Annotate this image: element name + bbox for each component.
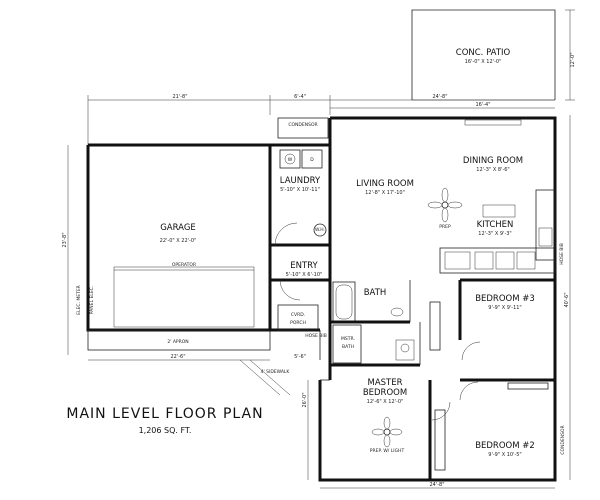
bedroom2-name: BEDROOM #2 [475, 441, 535, 451]
master-bedroom: MASTER BEDROOM 12'-6" X 12'-0" PREP. W/ … [302, 378, 451, 480]
top-dimensions: 21'-8" 6'-4" 24'-8" 16'-4" 40'-6" [87, 94, 571, 480]
title-block: MAIN LEVEL FLOOR PLAN 1,206 SQ. FT. [66, 406, 263, 435]
dim-right-upper: 40'-6" [564, 292, 570, 307]
kitchen: KITCHEN 12'-3" X 9'-3" [439, 189, 556, 274]
bedroom-2: BEDROOM #2 9'-9" X 10'-5" [459, 381, 549, 458]
master-bath: MSTR. BATH [330, 322, 421, 367]
laundry-name: LAUNDRY [280, 176, 321, 186]
plan-area: 1,206 SQ. FT. [139, 426, 192, 435]
entry: ENTRY 5'-10" X 6'-10" [279, 261, 323, 301]
ceiling-fan-icon [371, 416, 403, 448]
hose-bib-right: HOSE BIB [559, 243, 565, 265]
garage-name: GARAGE [160, 223, 196, 233]
kitchen-size: 12'-3" X 9'-3" [478, 231, 511, 237]
dim-bottom-porch: 5'-6" [294, 354, 306, 360]
apron-label: 2' APRON [167, 339, 188, 345]
patio-size: 16'-0" X 12'-0" [465, 59, 502, 65]
dim-top-house: 16'-4" [475, 102, 490, 108]
laundry: W D W.H. LAUNDRY 5'-10" X 10'-11" [270, 143, 332, 247]
covered-porch: CVRD. PORCH HOSE BIB 5'-6" 4' SIDEWALK [239, 304, 327, 396]
condensor-side-label: CONDENSOR [560, 425, 566, 454]
pendant-light-icon [464, 119, 522, 126]
garage: OPERATOR GARAGE 22'-0" X 22'-0" 2' APRON… [62, 143, 272, 361]
dim-top-laundry: 6'-4" [294, 94, 306, 100]
dim-right-top: 12'-0" [570, 52, 576, 67]
dim-top-patio: 24'-8" [432, 94, 447, 100]
washer-label: W [288, 157, 293, 163]
kitchen-name: KITCHEN [477, 220, 514, 230]
hose-bib-right-label: HOSE BIB [559, 243, 565, 265]
entry-name: ENTRY [290, 261, 318, 271]
fan-prep-label: PREP [439, 224, 451, 230]
bedroom-3: BEDROOM #3 9'-9" X 9'-11" [429, 278, 555, 382]
porch-name-2: PORCH [290, 320, 306, 326]
hose-bib-porch-label: HOSE BIB [305, 333, 327, 339]
dining-name: DINING ROOM [463, 156, 523, 166]
patio: CONC. PATIO 16'-0" X 12'-0" 12'-0" [411, 9, 576, 101]
sidewalk-label: 4' SIDEWALK [261, 369, 291, 375]
dim-bottom-house: 24'-8" [429, 482, 444, 488]
patio-name: CONC. PATIO [456, 48, 511, 58]
bottom-dimensions: 24'-8" [320, 482, 555, 489]
dining-room: DINING ROOM 12'-3" X 8'-6" [463, 119, 523, 173]
dim-left-garage: 23'-8" [62, 232, 68, 247]
fan-prep-light-label: PREP. W/ LIGHT [370, 448, 405, 454]
garage-size: 22'-0" X 22'-0" [160, 238, 197, 244]
bedroom2-size: 9'-9" X 10'-5" [488, 452, 521, 458]
living-room: LIVING ROOM 12'-8" X 17'-10" PREP [356, 179, 463, 230]
master-name-1: MASTER [367, 378, 402, 388]
porch-name-1: CVRD. [291, 312, 305, 318]
elec-panel-label: PANEL ELEC. [89, 286, 95, 314]
bedroom3-size: 9'-9" X 9'-11" [488, 305, 521, 311]
wh-label: W.H. [315, 227, 325, 233]
dining-size: 12'-3" X 8'-6" [476, 167, 509, 173]
condensor-side: CONDENSOR [560, 425, 566, 454]
plan-title: MAIN LEVEL FLOOR PLAN [66, 406, 263, 422]
dim-bottom-garage: 22'-6" [170, 354, 185, 360]
bedroom3-name: BEDROOM #3 [475, 294, 535, 304]
elec-meter-label: ELEC. METER [76, 285, 82, 315]
bath-name: BATH [364, 288, 387, 298]
dryer-label: D [310, 157, 314, 163]
dim-left-master: 26'-0" [302, 392, 308, 407]
mstr-bath-name-2: BATH [342, 344, 354, 350]
master-name-2: BEDROOM [363, 388, 407, 398]
bath: BATH [330, 280, 411, 324]
condensor-top: CONDENSOR [277, 117, 329, 139]
mstr-bath-name-1: MSTR. [341, 336, 355, 342]
living-size: 12'-8" X 17'-10" [365, 190, 405, 196]
laundry-size: 5'-10" X 10'-11" [280, 187, 320, 193]
ceiling-fan-icon [427, 187, 463, 223]
living-name: LIVING ROOM [356, 179, 414, 189]
dim-top-garage: 21'-8" [172, 94, 187, 100]
entry-size: 5'-10" X 6'-10" [286, 272, 323, 278]
condensor-top-label: CONDENSOR [288, 122, 317, 128]
operator-label: OPERATOR [172, 262, 196, 268]
master-size: 12'-6" X 12'-0" [367, 399, 404, 405]
